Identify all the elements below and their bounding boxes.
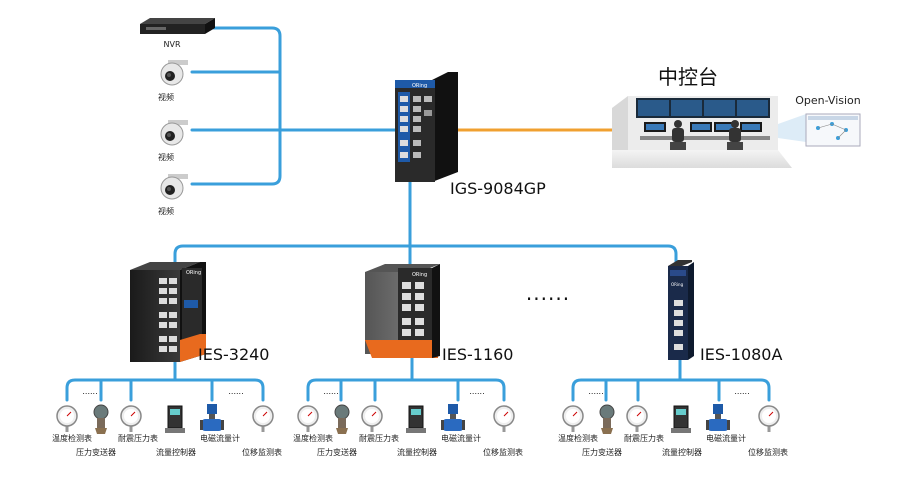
flow-controller-icon [406,405,426,433]
sensor-label: 流量控制器 [156,447,196,457]
sensor-label: 温度检测表 [558,433,598,443]
control-room-title: 中控台 [658,65,718,89]
displacement-gauge-icon [758,405,780,432]
control-room: 中控台 Open-Vision [612,65,861,168]
thermometer-gauge-icon [297,405,319,432]
sensor-group: ............ 温度检测表压力变送器耐震压力表流量控制器电磁流量计位移监… [52,387,282,457]
camera-label: 视频 [158,206,174,216]
sensor-label: 温度检测表 [293,433,333,443]
sensor-ellipsis: ...... [734,387,749,396]
camera-label: 视频 [158,152,174,162]
sensor-bus-2 [306,378,506,402]
camera-1: 视频 [158,60,188,102]
sensor-label: 位移监测表 [748,447,788,457]
edge-switch-label: IES-1160 [442,345,513,364]
sensor-ellipsis: ...... [228,387,243,396]
nvr-link [190,26,282,186]
sensor-ellipsis: ...... [588,387,603,396]
displacement-gauge-icon [252,405,274,432]
sensor-label: 位移监测表 [242,447,282,457]
sensor-groups: ............温度检测表压力变送器耐震压力表流量控制器电磁流量计位移监… [52,387,788,457]
edge-switch-ies1160: ORing IES-1160 [365,264,513,364]
sensor-label: 电磁流量计 [706,433,746,443]
electromagnetic-flowmeter-icon [706,404,730,431]
core-switch-igs9084gp: ORing IGS-9084GP [395,72,546,198]
edge-switch-brand: ORing [671,282,684,287]
software-label: Open-Vision [795,94,861,107]
electromagnetic-flowmeter-icon [441,404,465,431]
sensor-group: ............ 温度检测表压力变送器耐震压力表流量控制器电磁流量计位移监… [558,387,788,457]
pressure-transmitter-icon [334,404,350,434]
sensor-bus-3 [571,378,771,402]
core-switch-label: IGS-9084GP [450,179,546,198]
sensor-ellipsis: ...... [323,387,338,396]
open-vision-screen [805,113,861,147]
pressure-gauge-icon [626,405,648,432]
sensor-label: 温度检测表 [52,433,92,443]
sensor-label: 压力变送器 [582,447,622,457]
sensor-label: 耐震压力表 [624,433,664,443]
connection-lines [65,26,771,402]
sensor-label: 压力变送器 [317,447,357,457]
edge-switch-label: IES-1080A [700,345,782,364]
camera-3: 视频 [158,174,188,216]
nvr-label: NVR [163,40,180,49]
sensor-label: 流量控制器 [662,447,702,457]
flow-controller-icon [671,405,691,433]
camera-2: 视频 [158,120,188,162]
edge-switch-ies3240: ORing IES-3240 [130,262,269,364]
edge-switch-ies1080a: ORing IES-1080A [668,260,782,364]
pressure-gauge-icon [120,405,142,432]
edge-switch-brand: ORing [412,272,427,278]
sensor-label: 电磁流量计 [200,433,240,443]
nvr-device: NVR [140,18,215,49]
pressure-transmitter-icon [93,404,109,434]
thermometer-gauge-icon [562,405,584,432]
edge-switch-label: IES-3240 [198,345,269,364]
ring-backbone [173,244,678,270]
video-wall [636,98,770,118]
core-switch-brand: ORing [412,83,427,89]
edge-switch-brand: ORing [186,270,201,276]
operator-icon [670,120,686,150]
thermometer-gauge-icon [56,405,78,432]
sensor-label: 流量控制器 [397,447,437,457]
sensor-label: 压力变送器 [76,447,116,457]
sensor-label: 电磁流量计 [441,433,481,443]
sensor-bus-1 [65,378,265,402]
more-switches-ellipsis: ...... [526,281,570,305]
operator-icon [727,120,743,150]
sensor-group: ............ 温度检测表压力变送器耐震压力表流量控制器电磁流量计位移监… [293,387,523,457]
electromagnetic-flowmeter-icon [200,404,224,431]
camera-label: 视频 [158,92,174,102]
pressure-transmitter-icon [599,404,615,434]
pressure-gauge-icon [361,405,383,432]
sensor-label: 耐震压力表 [359,433,399,443]
flow-controller-icon [165,405,185,433]
sensor-label: 耐震压力表 [118,433,158,443]
displacement-gauge-icon [493,405,515,432]
sensor-label: 位移监测表 [483,447,523,457]
sensor-ellipsis: ...... [469,387,484,396]
sensor-ellipsis: ...... [82,387,97,396]
